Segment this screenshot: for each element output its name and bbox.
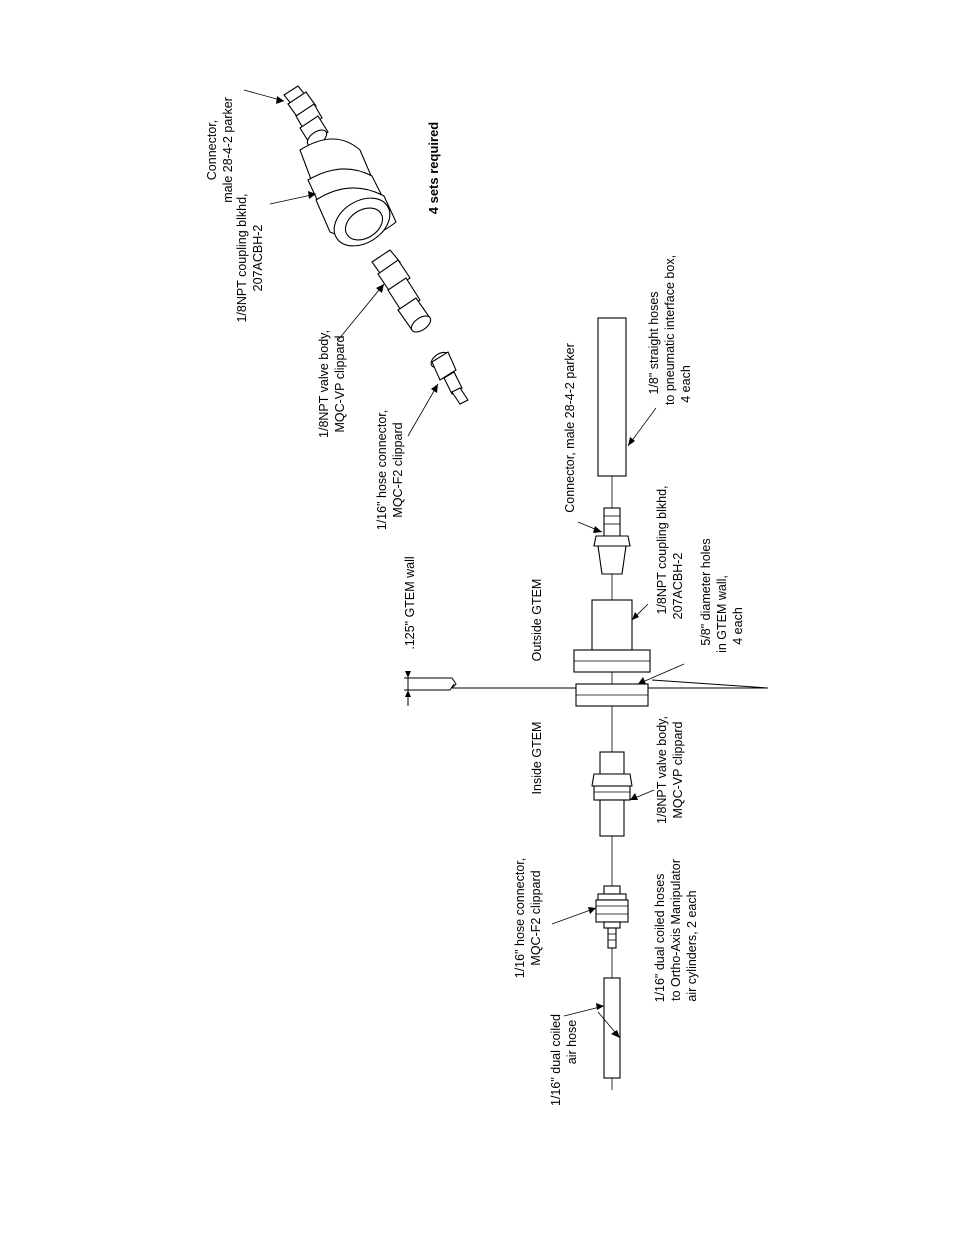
gtem-wall — [404, 671, 769, 706]
holes-label-1: 5/8" diameter holes — [699, 538, 713, 645]
assembly-hose-connector — [595, 885, 629, 949]
assembly-valve-label-1: 1/8NPT valve body, — [655, 716, 669, 824]
exploded-valve-body — [371, 249, 432, 333]
assembly-connector-label: Connector, male 28-4-2 parker — [563, 343, 577, 513]
assembly-coupling-label-1: 1/8NPT coupling blkhd, — [655, 485, 669, 614]
assembly-connector — [593, 507, 631, 575]
gtem-wall-label: .125" GTEM wall — [403, 556, 417, 649]
assembly-valve-label-2: MQC-VP clippard — [671, 721, 685, 818]
holes-label-2: in GTEM wall, — [715, 575, 729, 653]
exploded-hose-connector — [430, 351, 469, 405]
inside-gtem-label: Inside GTEM — [530, 722, 544, 795]
assembly-coupling-body — [591, 599, 633, 651]
straight-hoses-label-1: 1/8" straight hoses — [647, 291, 661, 394]
assembly-valve-body — [591, 751, 633, 837]
air-hose-label-2: air hose — [565, 1020, 579, 1065]
straight-hoses-label-3: 4 each — [679, 365, 693, 403]
holes-label-3: 4 each — [731, 607, 745, 645]
assembly-coupling-label-2: 207ACBH-2 — [671, 553, 685, 620]
assembly-view: Connector, male 28-4-2 parker 1/8" strai… — [403, 255, 769, 1106]
exploded-view: Connector, male 28-4-2 parker 1/8NPT cou… — [205, 85, 469, 531]
coiled-hoses-label-2: to Ortho-Axis Manipulator — [669, 859, 683, 1001]
exploded-valve-label-2: MQC-VP clippard — [333, 335, 347, 432]
exploded-coupling-label-2: 207ACBH-2 — [251, 225, 265, 292]
outside-gtem-label: Outside GTEM — [530, 579, 544, 662]
exploded-valve-label-1: 1/8NPT valve body, — [317, 330, 331, 438]
exploded-hose-connector-label-2: MQC-F2 clippard — [391, 422, 405, 517]
assembly-hose-connector-label-1: 1/16" hose connector, — [513, 858, 527, 979]
exploded-coupling — [299, 138, 397, 247]
coiled-hoses-label-1: 1/16" dual coiled hoses — [653, 874, 667, 1003]
assembly-hose-connector-label-2: MQC-F2 clippard — [529, 870, 543, 965]
exploded-connector-label-1: Connector, — [205, 120, 219, 180]
air-hose-label-1: 1/16" dual coiled — [549, 1014, 563, 1106]
exploded-coupling-label-1: 1/8NPT coupling blkhd, — [235, 193, 249, 322]
straight-hose — [597, 317, 627, 477]
sets-required-label: 4 sets required — [426, 122, 441, 215]
straight-hoses-label-2: to pneumatic interface box, — [663, 255, 677, 405]
exploded-hose-connector-label-1: 1/16" hose connector, — [375, 410, 389, 531]
exploded-connector-label-2: male 28-4-2 parker — [221, 97, 235, 203]
coiled-hoses-label-3: air cylinders, 2 each — [685, 890, 699, 1001]
